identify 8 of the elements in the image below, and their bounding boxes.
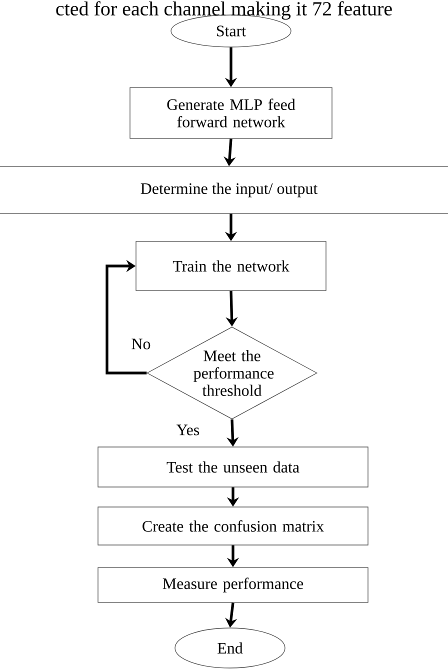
arrow	[106, 260, 147, 374]
process-box: Generate MLP feed forward network	[130, 87, 332, 139]
process-box: Create the confusion matrix	[98, 506, 368, 546]
edge-label: Yes	[175, 423, 201, 437]
io-parallelogram: Determine the input/ output	[0, 166, 448, 214]
process-box: Measure performance	[98, 567, 368, 603]
process-box: Test the unseen data	[98, 446, 368, 488]
process-box: Train the network	[136, 241, 326, 291]
